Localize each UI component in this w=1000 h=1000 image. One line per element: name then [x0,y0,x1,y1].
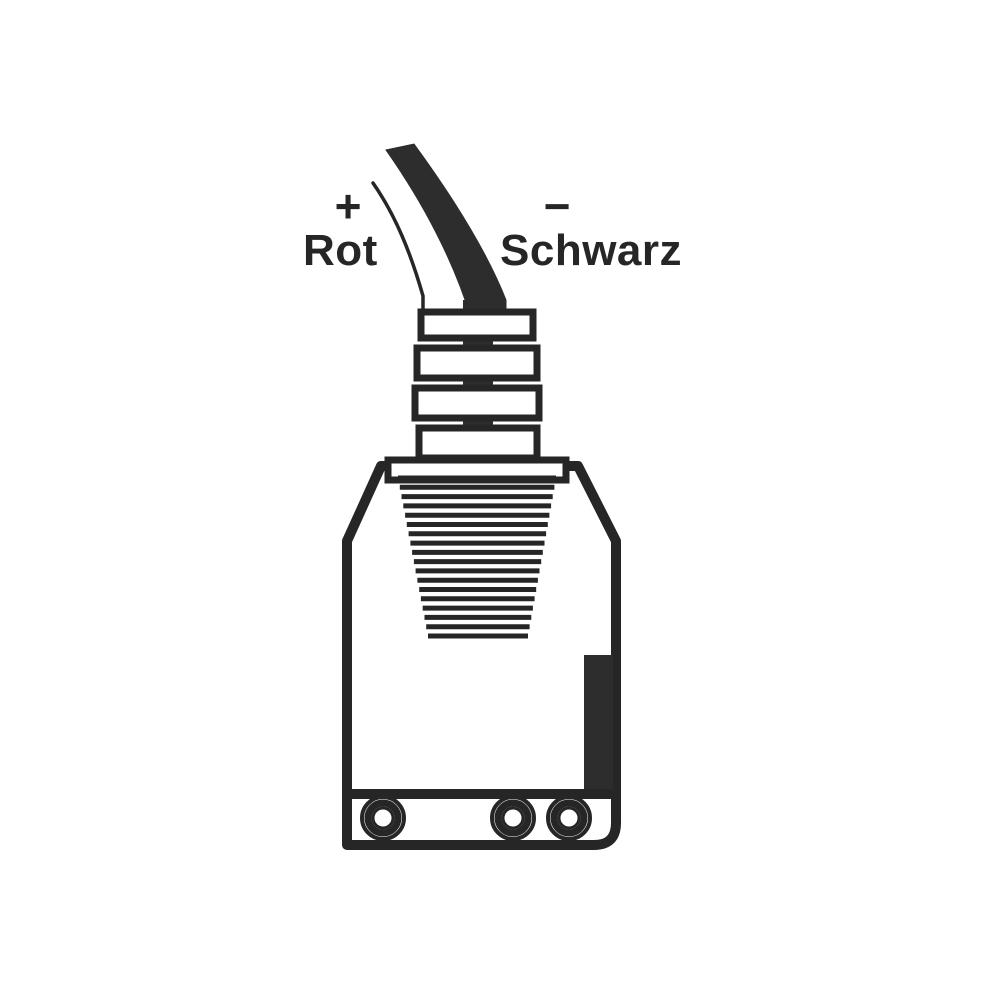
contact-pin-2 [490,795,536,841]
positive-wire-label: Rot [303,226,378,275]
latch-tab [584,655,613,797]
strain-relief-ribs [411,308,543,462]
plus-sign: + [335,180,362,232]
contact-bore [557,806,581,830]
negative-wire-label: Schwarz [500,226,682,275]
strain-relief-rib-2 [413,344,541,382]
strain-relief-rib-1 [417,308,537,342]
threaded-boot [398,475,556,639]
latch-tab-group [584,655,613,797]
contact-bore [501,806,525,830]
label-group: + Rot − Schwarz [303,180,682,275]
contact-pins [360,795,592,841]
contact-pin-3 [546,795,592,841]
minus-sign: − [544,180,571,232]
contact-bore [371,806,395,830]
contact-pin-1 [360,795,406,841]
red-wire [371,181,425,318]
strain-relief-rib-4 [415,424,541,462]
strain-relief-rib-3 [411,384,543,422]
